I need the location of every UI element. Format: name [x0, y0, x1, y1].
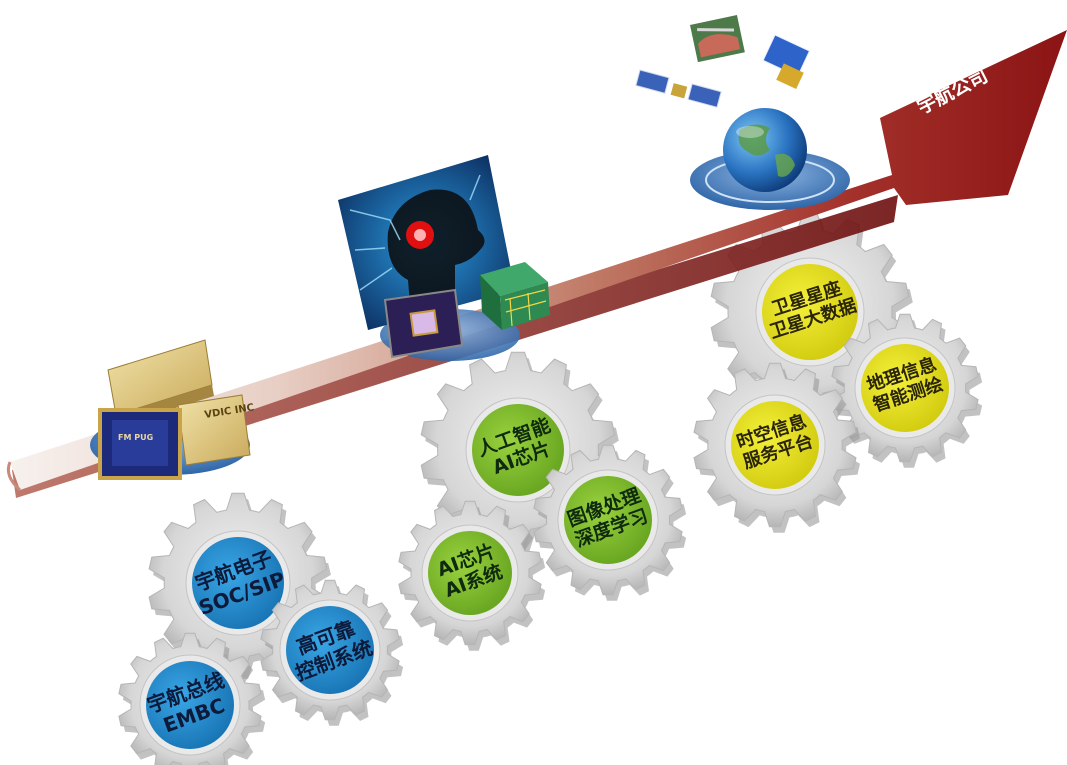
gear-disc: [286, 606, 374, 694]
chip-modules-image: VDIC INC FM PUG: [98, 339, 255, 480]
gear-geo-info: [831, 313, 983, 468]
gear-disc: [472, 404, 564, 496]
gear-embc: [118, 632, 266, 765]
gear-disc: [564, 476, 652, 564]
gear-spatiotemporal: [693, 362, 860, 533]
gear-disc: [762, 264, 858, 360]
satellite-images: [635, 15, 811, 108]
gear-disc: [731, 401, 819, 489]
gear-high-rel: [260, 579, 404, 726]
ai-head-image: [338, 155, 550, 359]
svg-text:FM PUG: FM PUG: [118, 433, 153, 442]
gear-disc: [146, 661, 234, 749]
gear-image-proc: [533, 444, 687, 601]
gear-disc: [861, 344, 949, 432]
earth-globe-image: [723, 108, 807, 192]
gear-disc: [428, 531, 512, 615]
gear-ai-system: [398, 500, 546, 651]
gear-disc: [192, 537, 284, 629]
